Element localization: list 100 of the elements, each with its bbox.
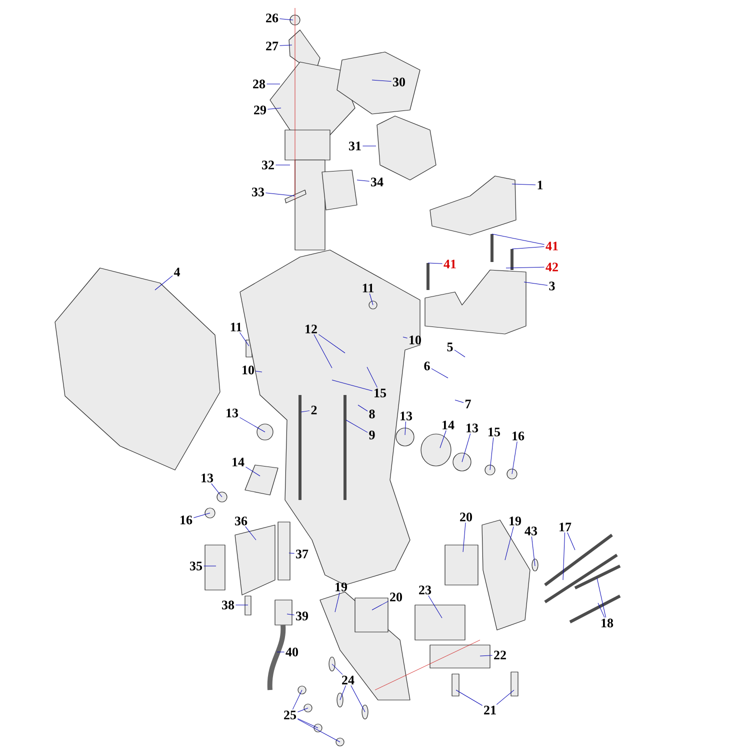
callout-number: 38 — [222, 600, 234, 610]
callout-number: 42 — [546, 262, 558, 272]
leader-line — [340, 685, 346, 700]
leader-line — [297, 718, 318, 728]
leader-line — [300, 410, 310, 412]
leader-line — [318, 334, 346, 354]
leader-line — [245, 526, 256, 540]
leader-line — [356, 180, 370, 182]
leader-line — [504, 526, 514, 560]
leader-line — [211, 483, 222, 498]
leader-line — [314, 334, 332, 368]
leader-line — [275, 164, 290, 166]
callout-number: 1 — [538, 180, 543, 190]
callout-number: 28 — [253, 80, 266, 88]
callout-number: 27 — [266, 42, 278, 50]
callout-number: 35 — [190, 562, 202, 570]
leader-line — [358, 404, 368, 412]
leader-line — [267, 108, 282, 110]
leader-line — [372, 80, 392, 82]
leader-line — [404, 421, 406, 436]
leader-line — [512, 184, 536, 186]
callout-number: 29 — [254, 106, 266, 114]
leader-line — [462, 433, 471, 462]
leader-line — [512, 441, 518, 474]
leader-line — [524, 282, 548, 286]
callout-number: 20 — [390, 592, 402, 602]
leader-line — [286, 614, 295, 616]
leader-line — [372, 600, 389, 610]
callout-number: 13 — [466, 424, 478, 432]
leader-line — [334, 592, 340, 612]
callout-number: 4 — [174, 268, 180, 276]
leader-line — [245, 466, 260, 476]
callout-number: 6 — [424, 362, 430, 370]
callout-number: 25 — [284, 710, 296, 720]
leader-line — [240, 332, 250, 346]
leader-line — [531, 536, 536, 566]
leader-line — [366, 366, 378, 388]
leader-line — [480, 655, 493, 656]
leader-line — [456, 690, 483, 706]
leader-line — [440, 430, 446, 448]
callout-number: 16 — [180, 516, 192, 524]
callout-number: 7 — [466, 400, 471, 408]
callout-number: 40 — [286, 648, 298, 656]
callout-number: 5 — [447, 342, 453, 352]
callout-number: 31 — [349, 142, 361, 150]
callout-number: 36 — [235, 516, 248, 526]
callout-number: 16 — [512, 432, 524, 440]
callout-number: 15 — [374, 388, 386, 398]
leader-line — [292, 690, 302, 710]
callout-number: 23 — [419, 586, 432, 594]
leader-line — [239, 417, 266, 432]
leader-line — [490, 437, 494, 470]
callout-number: 30 — [393, 78, 405, 86]
callout-number: 14 — [232, 458, 244, 466]
callout-number: 15 — [488, 428, 500, 436]
callout-number: 10 — [242, 366, 254, 374]
callout-number: 10 — [410, 336, 421, 344]
callout-number: 22 — [494, 650, 506, 660]
leader-line — [350, 685, 366, 712]
callout-number: 19 — [336, 582, 348, 592]
callout-number: 18 — [602, 618, 614, 628]
leader-line — [346, 420, 368, 433]
callout-number: 14 — [442, 420, 454, 430]
leader-line — [235, 604, 248, 606]
callout-number: 34 — [371, 178, 384, 186]
callout-number: 2 — [311, 406, 317, 414]
leader-line — [279, 18, 294, 20]
leader-line — [369, 293, 374, 306]
callout-number: 32 — [262, 160, 274, 170]
callout-number: 20 — [460, 512, 472, 522]
leader-line — [567, 532, 576, 550]
leader-line — [428, 262, 443, 264]
leader-line — [332, 664, 343, 675]
leader-line — [462, 522, 466, 552]
callout-number: 8 — [369, 410, 375, 418]
leader-line — [431, 368, 448, 378]
leader-line — [454, 400, 464, 403]
leader-line — [492, 234, 545, 245]
callout-number: 21 — [484, 706, 496, 714]
callout-number: 39 — [296, 612, 308, 620]
leader-line — [265, 192, 296, 196]
callout-number: 11 — [230, 322, 242, 332]
leader-line — [297, 708, 308, 712]
leader-line — [596, 578, 606, 618]
leader-line — [255, 370, 262, 372]
leader-line — [154, 275, 173, 290]
callout-number: 17 — [560, 522, 572, 532]
leader-line — [598, 602, 605, 618]
leader-line — [512, 246, 545, 250]
callout-number: 41 — [444, 260, 456, 268]
callout-number: 24 — [342, 676, 354, 684]
leader-line — [279, 44, 292, 46]
callout-number: 3 — [549, 282, 555, 290]
callout-number: 12 — [306, 324, 317, 334]
callout-number: 37 — [296, 550, 308, 558]
callout-number: 9 — [369, 430, 375, 440]
leader-line — [402, 336, 408, 338]
callout-number: 41 — [546, 242, 558, 250]
leader-line — [288, 552, 295, 554]
callout-number: 13 — [202, 474, 214, 482]
